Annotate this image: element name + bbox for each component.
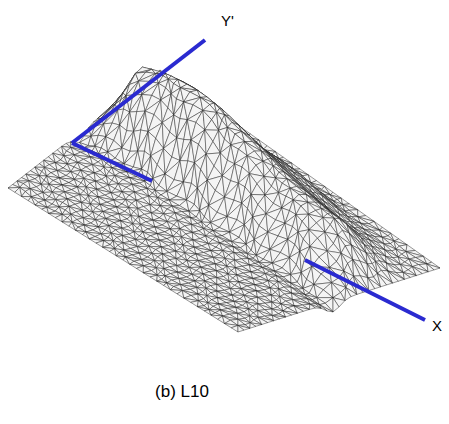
mesh-triangle [127, 112, 134, 131]
mesh-triangle [427, 264, 434, 272]
mesh-triangle [96, 241, 104, 248]
mesh-triangle [122, 187, 135, 192]
mesh-triangle [202, 217, 211, 223]
mesh-triangle [192, 271, 203, 275]
mesh-triangle [168, 76, 177, 79]
mesh-triangle [150, 275, 157, 281]
mesh-triangle [385, 250, 398, 257]
mesh-triangle [137, 243, 148, 246]
mesh-triangle [88, 136, 95, 146]
mesh-triangle [22, 191, 32, 196]
mesh-triangle [366, 253, 375, 264]
mesh-triangle [206, 141, 220, 154]
mesh-triangle [197, 90, 207, 97]
mesh-triangle [187, 257, 199, 261]
mesh-triangle [247, 254, 253, 259]
mesh-triangle [296, 206, 308, 215]
mesh-triangle [55, 214, 62, 221]
mesh-triangle [169, 196, 186, 200]
mesh-triangle [231, 164, 239, 183]
mesh-triangle [189, 211, 196, 217]
mesh-triangle [276, 172, 287, 179]
mesh-triangle [205, 120, 219, 131]
mesh-triangle [35, 164, 45, 168]
mesh-triangle [15, 187, 22, 196]
mesh-triangle [351, 245, 360, 261]
mesh-triangle [130, 131, 138, 151]
mesh-triangle [366, 253, 372, 264]
mesh-triangle [191, 218, 198, 225]
mesh-triangle [17, 178, 29, 181]
mesh-triangle [39, 171, 46, 175]
mesh-triangle [189, 264, 201, 268]
mesh-triangle [41, 180, 49, 184]
mesh-triangle [291, 275, 298, 284]
mesh-triangle [90, 200, 100, 205]
mesh-triangle [233, 247, 241, 253]
mesh-triangle [134, 228, 143, 232]
mesh-triangle [211, 247, 223, 250]
triangulated-surface [8, 67, 440, 332]
mesh-triangle [343, 204, 358, 210]
mesh-triangle [307, 195, 315, 203]
mesh-triangle [170, 225, 180, 229]
mesh-triangle [62, 218, 72, 222]
mesh-triangle [242, 131, 253, 141]
mesh-triangle [137, 266, 144, 273]
mesh-triangle [403, 272, 410, 279]
mesh-triangle [364, 245, 374, 253]
mesh-triangle [77, 183, 86, 187]
mesh-triangle [189, 204, 200, 211]
mesh-triangle [160, 202, 172, 207]
mesh-triangle [341, 198, 349, 204]
mesh-triangle [62, 210, 71, 214]
mesh-triangle [382, 237, 390, 244]
mesh-triangle [136, 236, 146, 239]
mesh-triangle [52, 188, 64, 192]
mesh-triangle [43, 189, 52, 193]
mesh-triangle [251, 184, 265, 195]
mesh-triangle [277, 276, 284, 282]
mesh-triangle [104, 237, 113, 241]
mesh-triangle [206, 233, 217, 237]
mesh-triangle [133, 151, 141, 169]
mesh-triangle [139, 250, 151, 253]
